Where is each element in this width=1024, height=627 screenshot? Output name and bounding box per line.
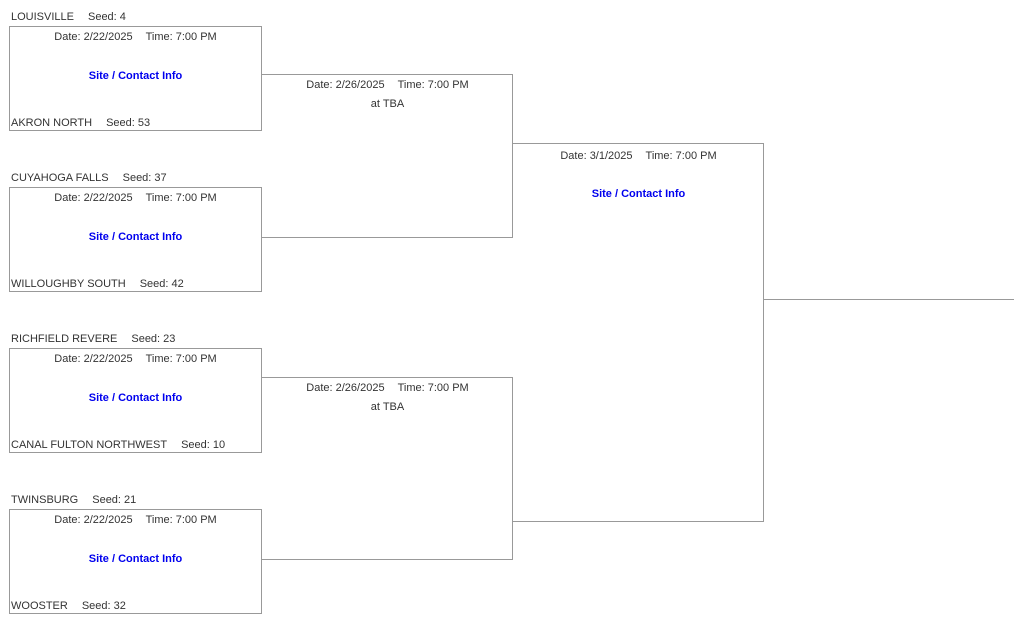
match-datetime: Date: 2/22/2025 Time: 7:00 PM (9, 353, 262, 365)
match-datetime: Date: 3/1/2025 Time: 7:00 PM (513, 150, 764, 162)
team-label-bottom: WOOSTER Seed: 32 (11, 600, 126, 612)
match-box (262, 377, 513, 560)
team-name: RICHFIELD REVERE (11, 333, 118, 345)
match-date: Date: 3/1/2025 (560, 150, 633, 162)
match-date: Date: 2/22/2025 (54, 192, 133, 204)
match-date: Date: 2/26/2025 (306, 79, 385, 91)
match-time: Time: 7:00 PM (145, 353, 217, 365)
match-box (262, 74, 513, 238)
team-name: CANAL FULTON NORTHWEST (11, 439, 168, 451)
team-seed: Seed: 37 (122, 172, 167, 184)
match-box (9, 187, 262, 292)
team-label-top: CUYAHOGA FALLS Seed: 37 (11, 172, 167, 184)
match-time: Time: 7:00 PM (145, 31, 217, 43)
match-time: Time: 7:00 PM (397, 382, 469, 394)
team-label-bottom: AKRON NORTH Seed: 53 (11, 117, 150, 129)
team-seed: Seed: 32 (81, 600, 126, 612)
match-box (9, 26, 262, 131)
match-date: Date: 2/26/2025 (306, 382, 385, 394)
match-date: Date: 2/22/2025 (54, 353, 133, 365)
team-label-top: RICHFIELD REVERE Seed: 23 (11, 333, 175, 345)
team-seed: Seed: 21 (92, 494, 137, 506)
match-venue: at TBA (370, 98, 405, 110)
site-contact-link[interactable]: Site / Contact Info (88, 553, 183, 565)
match-datetime: Date: 2/22/2025 Time: 7:00 PM (9, 514, 262, 526)
team-label-bottom: CANAL FULTON NORTHWEST Seed: 10 (11, 439, 225, 451)
team-label-top: TWINSBURG Seed: 21 (11, 494, 136, 506)
match-date: Date: 2/22/2025 (54, 514, 133, 526)
team-name: WOOSTER (11, 600, 68, 612)
team-seed: Seed: 53 (106, 117, 151, 129)
match-time: Time: 7:00 PM (145, 192, 217, 204)
match-time: Time: 7:00 PM (145, 514, 217, 526)
team-name: AKRON NORTH (11, 117, 93, 129)
match-datetime: Date: 2/22/2025 Time: 7:00 PM (9, 31, 262, 43)
team-seed: Seed: 23 (131, 333, 176, 345)
match-time: Time: 7:00 PM (645, 150, 717, 162)
site-contact-link[interactable]: Site / Contact Info (591, 188, 686, 200)
match-time: Time: 7:00 PM (397, 79, 469, 91)
match-venue: at TBA (370, 401, 405, 413)
team-seed: Seed: 10 (181, 439, 226, 451)
team-name: WILLOUGHBY SOUTH (11, 278, 126, 290)
site-contact-link[interactable]: Site / Contact Info (88, 392, 183, 404)
match-box (513, 143, 764, 522)
site-contact-link[interactable]: Site / Contact Info (88, 231, 183, 243)
team-name: CUYAHOGA FALLS (11, 172, 109, 184)
champion-line (764, 299, 1014, 300)
match-box (9, 348, 262, 453)
team-label-top: LOUISVILLE Seed: 4 (11, 11, 126, 23)
match-datetime: Date: 2/22/2025 Time: 7:00 PM (9, 192, 262, 204)
team-seed: Seed: 42 (139, 278, 184, 290)
match-date: Date: 2/22/2025 (54, 31, 133, 43)
team-name: TWINSBURG (11, 494, 79, 506)
team-name: LOUISVILLE (11, 11, 74, 23)
match-datetime: Date: 2/26/2025 Time: 7:00 PM (262, 382, 513, 394)
match-datetime: Date: 2/26/2025 Time: 7:00 PM (262, 79, 513, 91)
match-box (9, 509, 262, 614)
team-seed: Seed: 4 (87, 11, 126, 23)
team-label-bottom: WILLOUGHBY SOUTH Seed: 42 (11, 278, 184, 290)
site-contact-link[interactable]: Site / Contact Info (88, 70, 183, 82)
